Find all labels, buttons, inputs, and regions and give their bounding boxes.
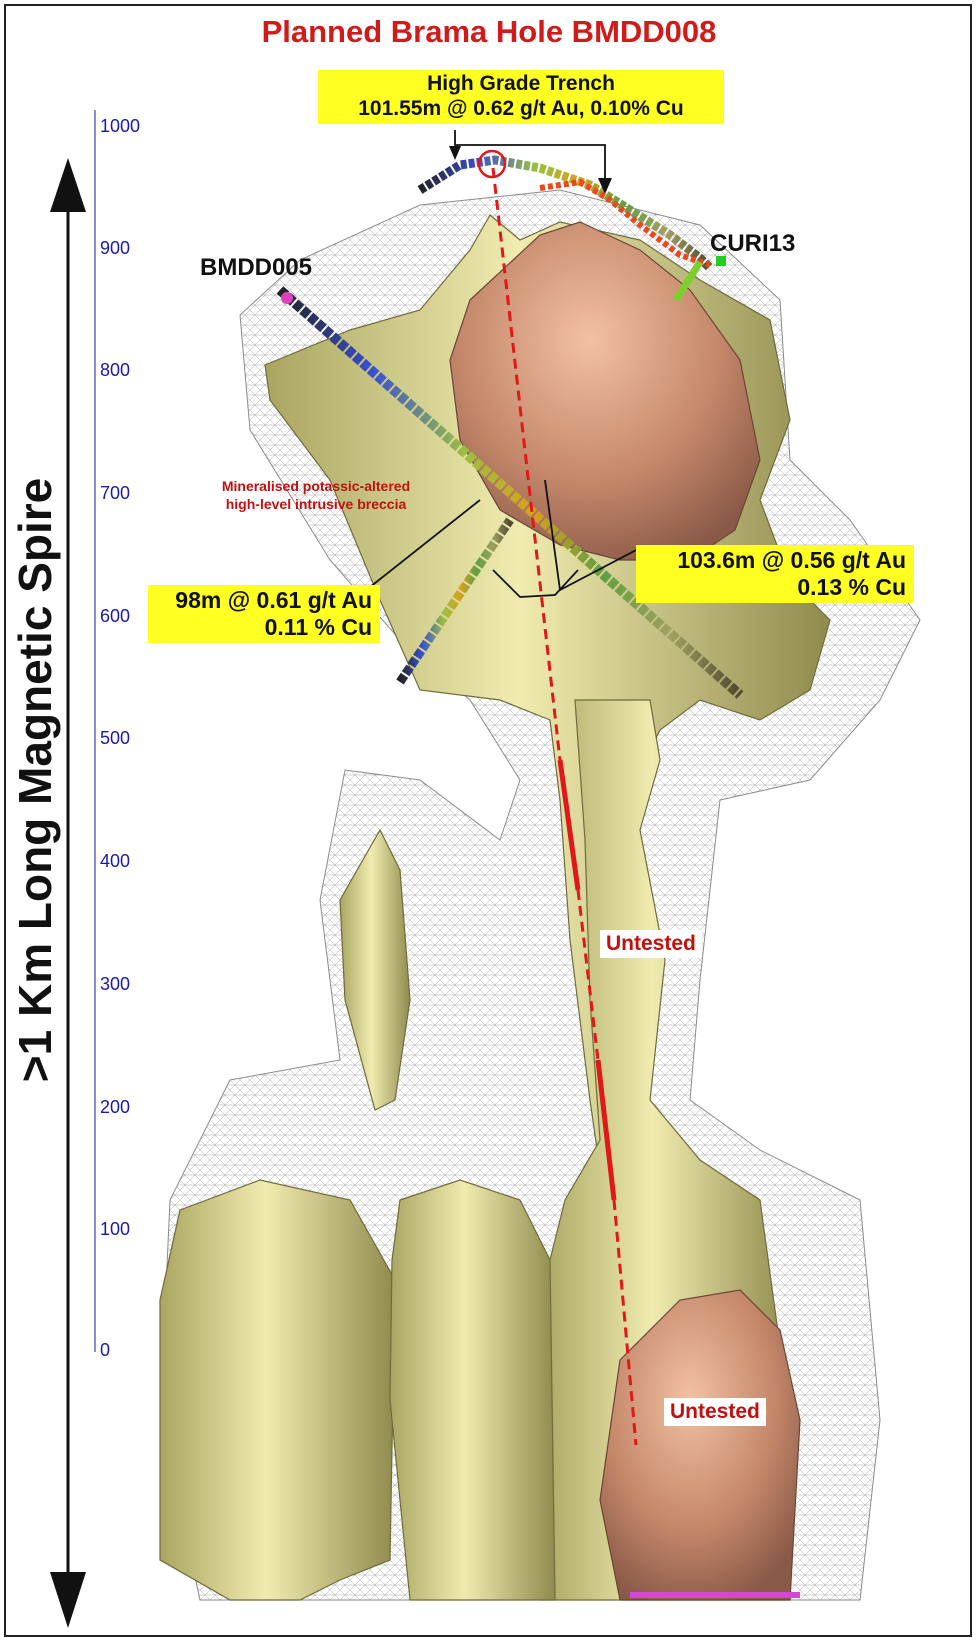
tick-800: 800 [100,360,130,381]
tick-400: 400 [100,851,130,872]
lower-core-base [630,1592,800,1598]
curi13-label: CURI13 [710,230,795,258]
bmdd005-label: BMDD005 [200,254,312,282]
trench-leader [455,130,605,180]
left-intercept-line2: 0.11 % Cu [156,614,372,641]
tick-200: 200 [100,1097,130,1118]
lower-middle-pod [390,1180,555,1600]
tick-600: 600 [100,606,130,627]
breccia-label-line1: Mineralised potassic-altered [196,478,436,496]
tick-300: 300 [100,974,130,995]
tick-700: 700 [100,483,130,504]
tick-900: 900 [100,238,130,259]
figure-title: Planned Brama Hole BMDD008 [0,14,978,50]
breccia-label-line2: high-level intrusive breccia [196,496,436,514]
tick-0: 0 [100,1340,110,1361]
untested-lower-label: Untested [664,1398,766,1426]
trench-callout: High Grade Trench 101.55m @ 0.62 g/t Au,… [318,70,724,124]
lower-left-pod [160,1180,395,1600]
trench-leader-head-left [449,146,461,160]
trench-callout-line2: 101.55m @ 0.62 g/t Au, 0.10% Cu [326,97,716,122]
left-intercept-callout: 98m @ 0.61 g/t Au 0.11 % Cu [148,585,380,643]
left-intercept-line1: 98m @ 0.61 g/t Au [156,587,372,614]
untested-upper-label: Untested [600,930,702,958]
arrow-head-up [50,158,86,212]
trench-callout-line1: High Grade Trench [326,72,716,97]
spire-length-label: >1 Km Long Magnetic Spire [8,330,68,1230]
right-intercept-callout: 103.6m @ 0.56 g/t Au 0.13 % Cu [636,545,914,603]
tick-100: 100 [100,1219,130,1240]
bmdd005-collar [281,292,293,304]
breccia-label: Mineralised potassic-altered high-level … [196,478,436,513]
arrow-head-down [50,1572,86,1628]
tick-1000: 1000 [100,116,140,137]
tick-500: 500 [100,728,130,749]
right-intercept-line1: 103.6m @ 0.56 g/t Au [644,547,906,574]
right-intercept-line2: 0.13 % Cu [644,574,906,601]
